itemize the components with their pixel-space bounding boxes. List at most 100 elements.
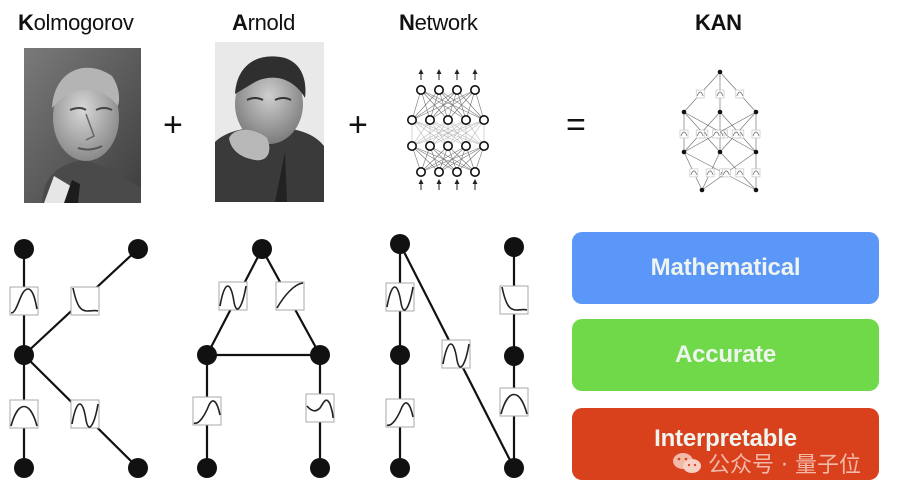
activation-curve	[72, 287, 99, 312]
kan-activation-box	[751, 168, 761, 178]
mlp-node	[470, 167, 481, 178]
title-network: Network	[399, 10, 478, 36]
mlp-node	[479, 141, 490, 152]
mlp-edge	[411, 119, 449, 147]
mlp-edge	[411, 119, 431, 147]
kan-network-diagram	[679, 69, 761, 193]
mlp-node	[407, 141, 417, 152]
activation-curve	[10, 405, 38, 427]
kan-node	[717, 149, 723, 155]
kan-activation-curve	[752, 131, 760, 137]
plus-operator-1: +	[163, 106, 183, 144]
letter-node	[504, 237, 524, 257]
letter-node	[310, 458, 330, 478]
mlp-output-arrowhead	[472, 69, 478, 74]
kan-node	[681, 149, 687, 155]
activation-box-frame	[9, 399, 39, 429]
kan-node	[717, 69, 723, 75]
mlp-edge	[420, 145, 485, 173]
activation-curve	[10, 288, 38, 314]
mlp-output-arrowhead	[418, 69, 424, 74]
mlp-node	[424, 141, 435, 152]
kan-activation-box	[679, 129, 689, 139]
mlp-network-diagram	[407, 69, 490, 190]
kan-activation-curve	[716, 91, 724, 97]
property-accurate: Accurate	[572, 319, 879, 391]
property-label: Accurate	[674, 341, 777, 368]
title-kan: KAN	[695, 10, 742, 36]
mlp-node	[433, 167, 444, 178]
letter-node	[197, 458, 217, 478]
kan-activation-curve	[713, 131, 720, 137]
property-label: Interpretable	[654, 425, 797, 452]
letter-node	[128, 239, 148, 259]
kan-activation-box	[705, 168, 715, 178]
kan-activation-curve	[690, 170, 698, 176]
portrait-kolmogorov	[24, 48, 141, 203]
activation-curve	[386, 286, 414, 311]
mlp-edge	[411, 89, 476, 121]
title-initial: K	[18, 10, 34, 35]
letter-node	[197, 345, 217, 365]
mlp-edge	[411, 119, 467, 147]
kan-activation-curve	[736, 91, 744, 97]
mlp-input-arrowhead	[418, 179, 424, 184]
activation-curve	[276, 282, 304, 309]
title-rest: rnold	[247, 10, 296, 35]
kan-letters-diagram	[9, 234, 529, 478]
mlp-edge	[447, 89, 476, 121]
mlp-output-arrowhead	[454, 69, 460, 74]
mlp-edge	[447, 119, 485, 147]
kan-activation-curve	[680, 131, 688, 137]
title-initial: A	[232, 10, 248, 35]
title-rest: etwork	[414, 10, 478, 35]
mlp-node	[442, 114, 453, 125]
title-kolmogorov: Kolmogorov	[18, 10, 134, 36]
mlp-output-arrowhead	[436, 69, 442, 74]
letter-node	[504, 458, 524, 478]
activation-curve	[71, 403, 99, 428]
activation-curve	[219, 285, 247, 310]
portrait-arnold-image	[215, 42, 324, 202]
activation-function-box	[9, 399, 39, 429]
activation-function-box	[385, 398, 415, 428]
letter-node	[252, 239, 272, 259]
activation-function-box	[305, 393, 335, 423]
title-rest: olmogorov	[33, 10, 134, 35]
mlp-node	[424, 114, 435, 125]
mlp-edge	[411, 89, 440, 121]
kan-activation-curve	[722, 170, 730, 176]
watermark-text: 公众号 · 量子位	[708, 453, 861, 478]
mlp-node	[451, 84, 462, 95]
mlp-input-arrowhead	[454, 179, 460, 184]
activation-box-frame	[275, 281, 305, 311]
activation-function-box	[218, 281, 248, 311]
mlp-input-arrowhead	[436, 179, 442, 184]
mlp-edge	[411, 89, 458, 121]
kan-activation-box	[715, 89, 725, 99]
letter-node	[128, 458, 148, 478]
mlp-node	[415, 167, 426, 178]
title-arnold: Arnold	[232, 10, 295, 36]
property-interpretable: Interpretable	[572, 408, 879, 480]
kan-node	[699, 187, 705, 193]
activation-function-box	[70, 399, 100, 429]
title-initial: N	[399, 10, 415, 35]
kan-activation-curve	[736, 170, 744, 176]
watermark: 公众号 · 量子位	[672, 447, 861, 479]
kan-activation-box	[695, 89, 705, 99]
letter-node	[504, 346, 524, 366]
letter-node	[14, 239, 34, 259]
kan-node	[753, 187, 759, 193]
mlp-node	[407, 114, 417, 125]
kan-activation-curve	[696, 91, 704, 97]
equals-operator: =	[566, 106, 586, 144]
mlp-node	[479, 114, 490, 125]
activation-function-box	[9, 286, 39, 316]
kan-activation-curve	[752, 170, 760, 176]
portrait-arnold	[215, 42, 324, 202]
kan-node	[717, 109, 723, 115]
activation-function-box	[192, 396, 222, 426]
kan-activation-box	[735, 168, 745, 178]
kan-activation-curve	[696, 131, 704, 137]
